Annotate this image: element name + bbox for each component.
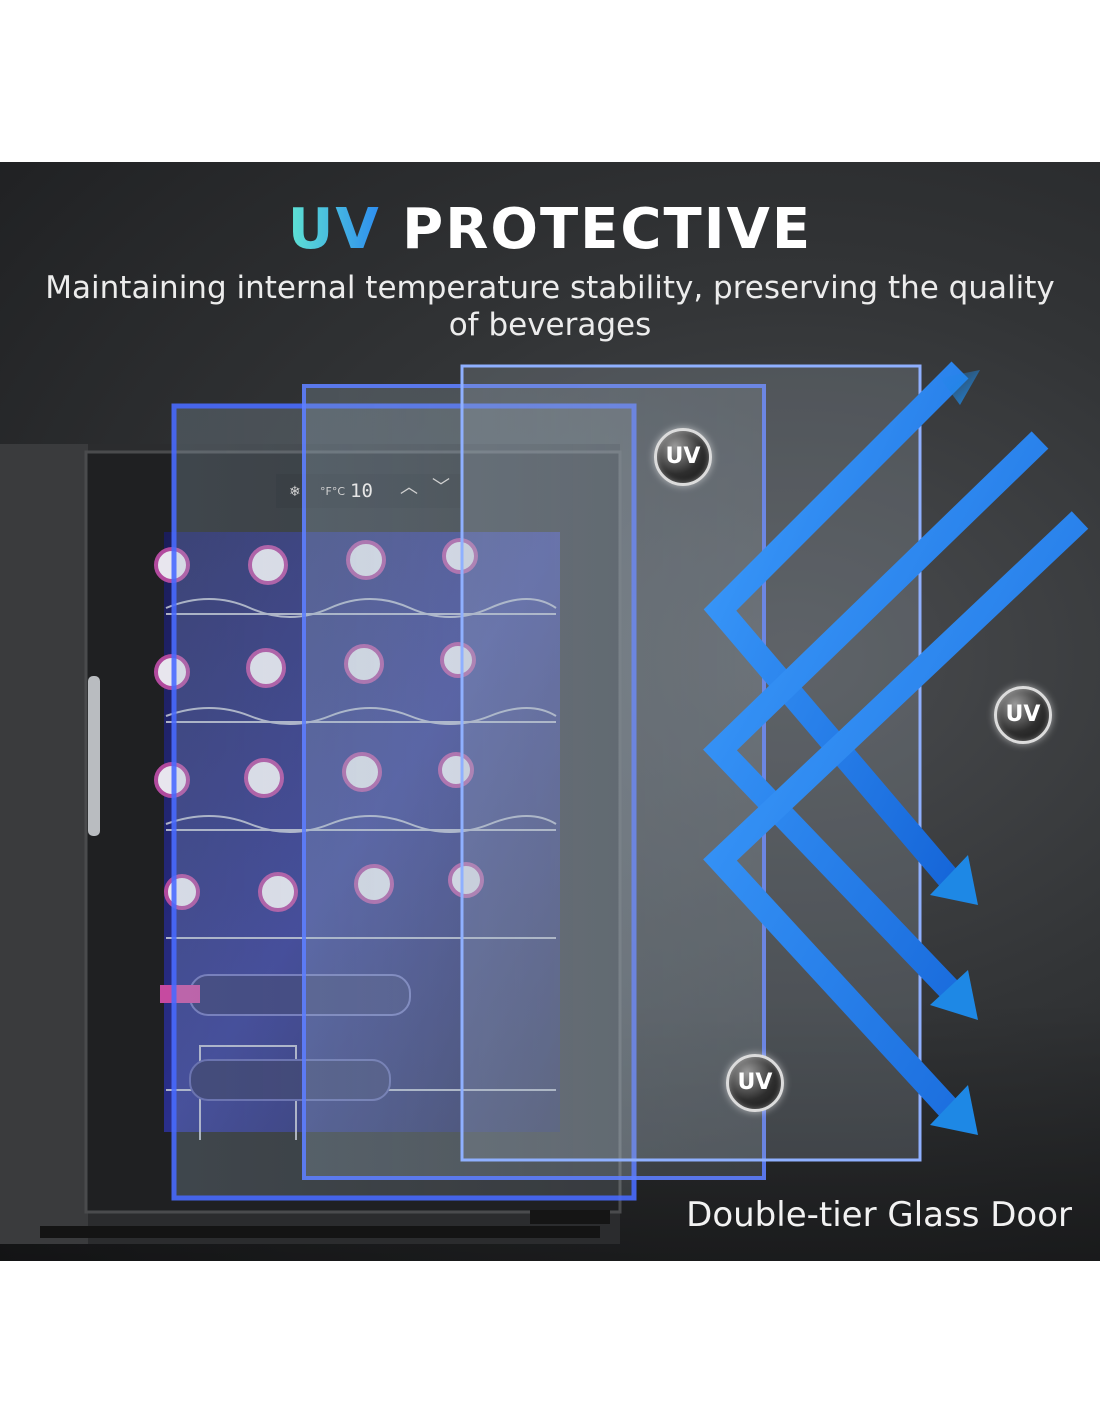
chevron-up-icon: ︿ <box>400 477 418 498</box>
temperature-display: 10 <box>350 480 373 502</box>
fahrenheit-celsius-icon: °F°C <box>320 485 346 498</box>
uv-rays <box>703 361 1089 1135</box>
uv-badge: UV <box>654 428 712 486</box>
subtitle: Maintaining internal temperature stabili… <box>45 270 1055 343</box>
title-accent: UV <box>287 197 381 262</box>
door-handle <box>88 676 100 836</box>
snowflake-icon: ❄ <box>289 484 301 500</box>
uv-badge: UV <box>994 686 1052 744</box>
chevron-down-icon: ﹀ <box>432 477 450 498</box>
glass-pane-middle <box>302 384 766 1180</box>
title-rest: PROTECTIVE <box>402 197 813 262</box>
caption: Double-tier Glass Door <box>686 1195 1072 1235</box>
page-title: UV PROTECTIVE <box>0 195 1100 265</box>
uv-badge: UV <box>726 1054 784 1112</box>
